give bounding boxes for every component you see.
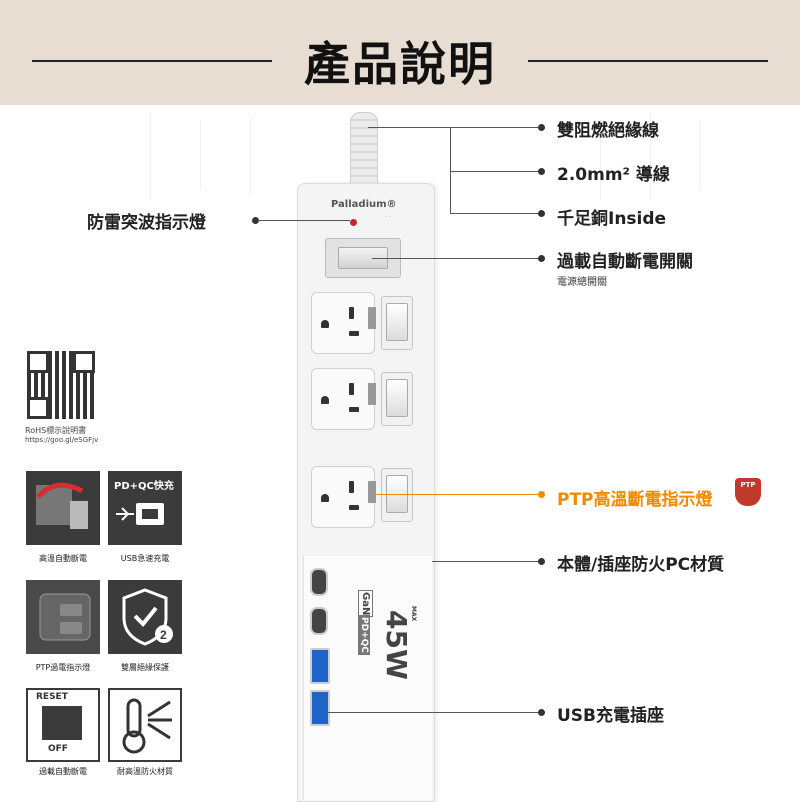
callout-line-wire	[450, 171, 541, 172]
callout-surge: 防雷突波指示燈	[87, 213, 206, 233]
tile-label-1: 高溫自動斷電	[39, 554, 87, 563]
outlet-1-lever[interactable]	[386, 303, 408, 341]
bg-line	[650, 110, 651, 200]
qr-corner	[27, 397, 49, 419]
double-insulation-svg: 2	[122, 588, 173, 646]
tile-label-3: PTP過電指示燈	[35, 663, 91, 672]
usb-c-port-2[interactable]	[310, 607, 328, 635]
tile-label-2: USB急速充電	[120, 554, 170, 563]
callout-dot	[252, 217, 259, 224]
outlet-pin	[349, 481, 354, 493]
outlet-1[interactable]	[311, 292, 375, 354]
callout-line-usb	[328, 712, 541, 713]
qr-note-title: RoHS標示說明書	[25, 426, 87, 435]
ground-pin	[321, 494, 329, 502]
wattage-label: 45W	[380, 610, 413, 680]
callout-copper: 千足銅Inside	[557, 209, 667, 229]
qr-note-url: https://goo.gl/eSGFjv	[25, 436, 99, 444]
callout-dot	[538, 210, 545, 217]
reset-rocker	[42, 706, 82, 740]
callout-wire: 2.0mm² 導線	[557, 165, 670, 185]
pdqc-badge: PD+QC	[358, 615, 370, 655]
usb-charge-svg	[116, 503, 164, 525]
usb-module	[303, 556, 432, 800]
usb-a-port-1[interactable]	[310, 648, 330, 684]
outlet-2-switch[interactable]	[381, 372, 413, 426]
outlet-pin	[349, 307, 354, 319]
bg-line	[150, 110, 151, 200]
heat-resistant-icon	[108, 688, 182, 762]
ground-pin	[321, 320, 329, 328]
tile-text-pdqc: PD+QC快充	[114, 481, 174, 492]
callout-line-surge	[258, 220, 350, 221]
heat-resistant-svg	[122, 698, 172, 754]
qr-code[interactable]	[27, 351, 95, 419]
bg-line	[700, 120, 701, 190]
ptp-shield-icon: PTP	[735, 478, 761, 506]
brand-logo: Palladium®	[331, 199, 397, 210]
master-power-switch[interactable]	[325, 238, 401, 278]
ptp-indicator-icon	[26, 580, 100, 654]
callout-line-copper	[450, 213, 541, 214]
usb-c-port-1[interactable]	[310, 568, 328, 596]
outlet-pin	[349, 383, 354, 395]
callout-dot	[538, 709, 545, 716]
outlet-tab	[368, 481, 376, 503]
callout-dot	[538, 168, 545, 175]
header-rule-left	[32, 60, 272, 62]
bg-line	[250, 115, 251, 195]
ptp-indicator-svg	[39, 593, 91, 641]
tile-label-4: 雙層絕緣保護	[121, 663, 169, 672]
outlet-pin	[349, 407, 359, 412]
callout-cable: 雙阻燃絕緣線	[557, 121, 659, 141]
callout-line-overload	[372, 258, 541, 259]
max-label: MAX	[410, 606, 417, 622]
double-insulation-icon: 2	[108, 580, 182, 654]
callout-overload: 過載自動斷電開關	[557, 252, 693, 272]
header-banner: 產品說明	[0, 0, 800, 105]
bg-line	[200, 120, 201, 190]
page-title: 產品說明	[304, 37, 496, 91]
usb-a-port-2[interactable]	[310, 690, 330, 726]
callout-dot	[538, 255, 545, 262]
qr-corner	[27, 351, 49, 373]
ground-pin	[321, 396, 329, 404]
svg-text:2: 2	[160, 628, 167, 642]
reset-text-bottom: OFF	[48, 744, 68, 754]
outlet-3[interactable]	[311, 466, 375, 528]
callout-body: 本體/插座防火PC材質	[557, 555, 725, 575]
callout-dot	[538, 124, 545, 131]
outlet-tab	[368, 307, 376, 329]
outlet-3-switch[interactable]	[381, 468, 413, 522]
callout-line-cable	[368, 127, 541, 128]
callout-dot	[538, 491, 545, 498]
callout-line-body	[432, 561, 541, 562]
surge-indicator-led	[350, 219, 357, 226]
callout-line-ptp	[376, 494, 541, 495]
reset-text-top: RESET	[36, 692, 68, 702]
tile-label-6: 耐高溫防火材質	[117, 767, 173, 776]
tile-label-5: 過載自動斷電	[39, 767, 87, 776]
reset-switch-icon: RESET OFF	[26, 688, 100, 762]
gan-badge: GaN	[358, 590, 373, 618]
auto-cutoff-icon	[26, 471, 100, 545]
callout-usb: USB充電插座	[557, 706, 665, 726]
led-label: · ·	[386, 214, 391, 220]
header-rule-right	[528, 60, 768, 62]
outlet-pin	[349, 505, 359, 510]
callout-overload-sub: 電源總開關	[557, 277, 607, 288]
qr-corner	[73, 351, 95, 373]
usb-charge-icon: PD+QC快充	[108, 471, 182, 545]
outlet-tab	[368, 383, 376, 405]
outlet-1-switch[interactable]	[381, 296, 413, 350]
callout-vline	[450, 127, 451, 213]
callout-ptp: PTP高溫斷電指示燈	[557, 490, 713, 510]
callout-dot	[538, 558, 545, 565]
outlet-2[interactable]	[311, 368, 375, 430]
outlet-2-lever[interactable]	[386, 379, 408, 417]
bg-line	[600, 120, 601, 200]
auto-cutoff-svg	[36, 482, 88, 529]
power-cable	[350, 112, 378, 188]
outlet-pin	[349, 331, 359, 336]
